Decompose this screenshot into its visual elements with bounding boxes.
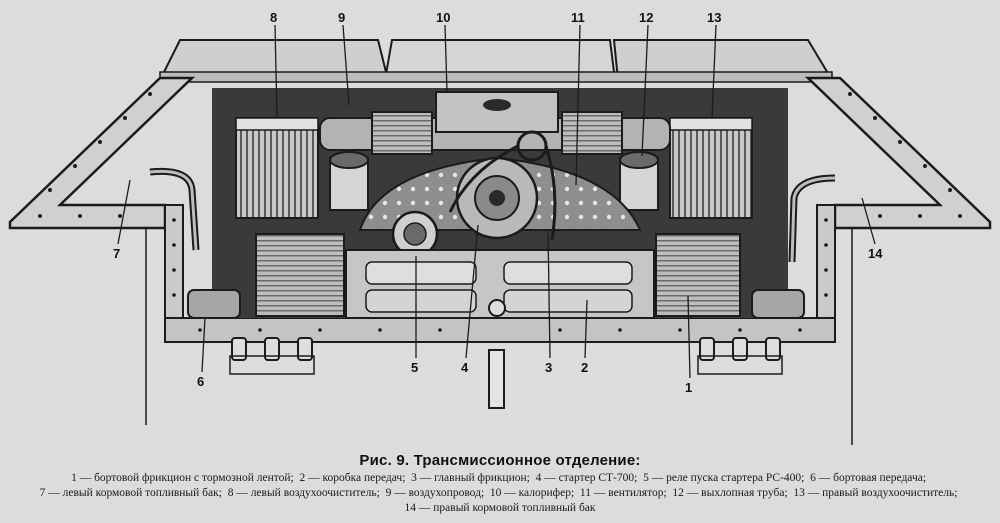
legend-item-6: 6 — бортовая передача xyxy=(810,472,923,484)
callout-6: 6 xyxy=(197,374,204,389)
legend-item-8: 8 — левый воздухоочиститель xyxy=(227,487,377,499)
legend-item-9: 9 — воздухопровод xyxy=(385,487,481,499)
exhaust-pipes xyxy=(329,151,659,211)
callout-5: 5 xyxy=(411,360,418,375)
roof-plates xyxy=(158,39,834,83)
air-cleaners xyxy=(235,117,753,219)
callout-14: 14 xyxy=(868,246,883,261)
callout-7: 7 xyxy=(113,246,120,261)
gearbox xyxy=(345,249,655,319)
legend-item-12: 12 — выхлопная труба xyxy=(672,487,785,499)
callout-9: 9 xyxy=(338,10,345,25)
callout-1: 1 xyxy=(685,380,692,395)
side-clutches xyxy=(255,233,741,317)
callout-11: 11 xyxy=(571,10,585,25)
leader-lines xyxy=(117,24,876,379)
legend-item-10: 10 — калорифер xyxy=(489,487,571,499)
callout-13: 13 xyxy=(707,10,721,25)
legend-item-14: 14 — правый кормовой топливный бак xyxy=(404,502,596,514)
fuel-tanks xyxy=(149,167,836,263)
legend-item-1: 1 — бортовой фрикцион с тормозной лентой xyxy=(71,472,291,484)
callout-3: 3 xyxy=(545,360,552,375)
legend-item-4: 4 — стартер СТ-700 xyxy=(535,472,635,484)
callout-10: 10 xyxy=(436,10,450,25)
transmission-compartment-drawing: 1 2 3 4 5 6 7 8 9 10 11 12 13 14 xyxy=(8,10,992,445)
callout-labels: 1 2 3 4 5 6 7 8 9 10 11 12 13 14 xyxy=(113,10,883,395)
callout-2: 2 xyxy=(581,360,588,375)
legend-item-3: 3 — главный фрикцион xyxy=(411,472,527,484)
main-clutch xyxy=(448,130,557,241)
figure-legend: 1 — бортовой фрикцион с тормозной лентой… xyxy=(39,472,961,514)
callout-12: 12 xyxy=(639,10,653,25)
legend-item-2: 2 — коробка передач xyxy=(299,472,403,484)
figure-caption-title: Рис. 9. Трансмиссионное отделение: xyxy=(359,452,641,469)
legend-item-13: 13 — правый воздухоочиститель xyxy=(793,487,955,499)
air-duct-and-heater xyxy=(319,91,671,155)
callout-4: 4 xyxy=(461,360,469,375)
legend-item-7: 7 — левый кормовой топливный бак xyxy=(39,487,219,499)
legend-item-5: 5 — реле пуска стартера РС-400 xyxy=(643,472,802,484)
legend-item-11: 11 — вентилятор xyxy=(579,487,664,499)
callout-8: 8 xyxy=(270,10,277,25)
final-drives xyxy=(187,289,805,409)
